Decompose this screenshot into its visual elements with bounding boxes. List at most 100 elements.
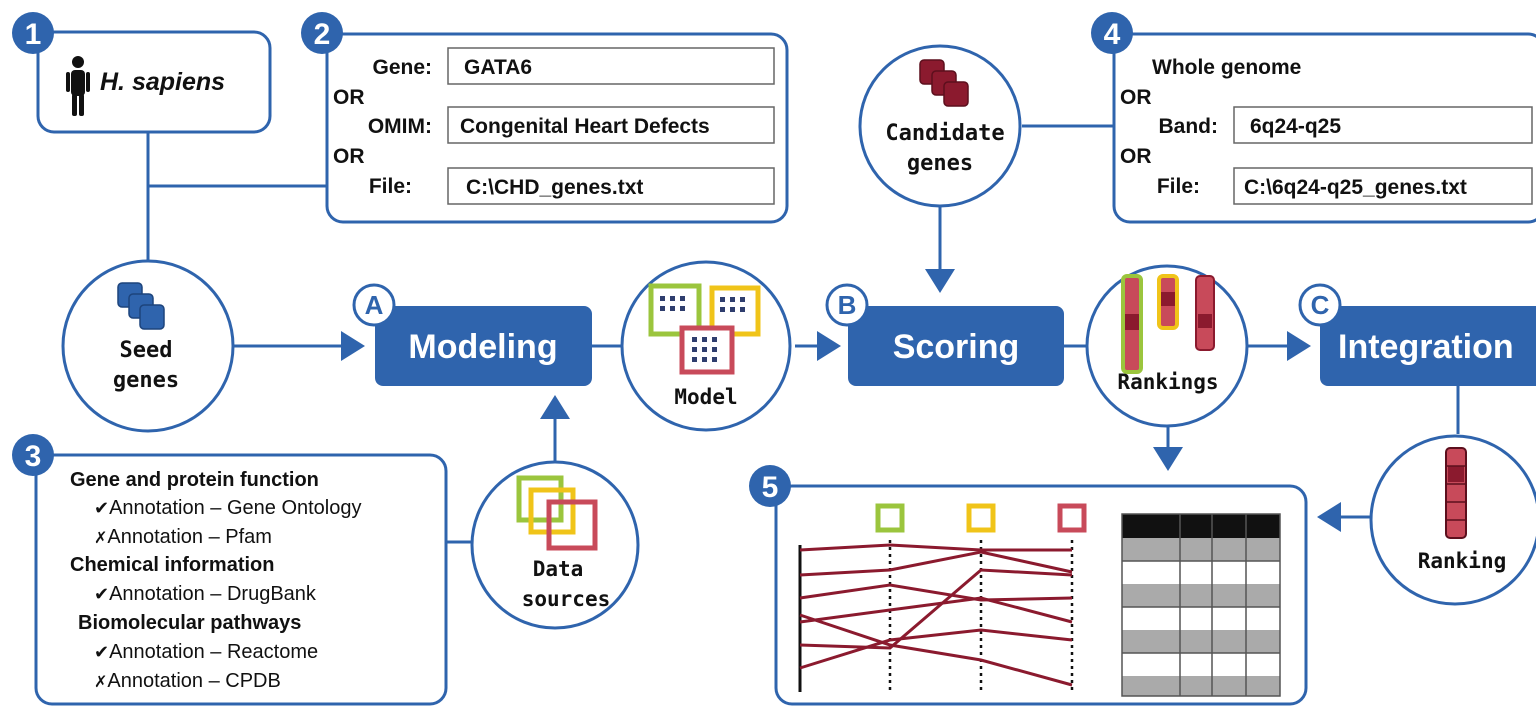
model-node: Model: [620, 260, 792, 432]
panel-5: 5: [749, 465, 1308, 706]
table-row: [1122, 561, 1280, 584]
file-field[interactable]: [447, 167, 775, 205]
or-label-4: OR: [1120, 145, 1152, 168]
step-c-badge: [1298, 283, 1342, 327]
rank-line-6: [799, 628, 1073, 670]
rank-line-4: [799, 596, 1073, 624]
check-icon: ✔: [94, 584, 109, 604]
step-a-letter: A: [365, 290, 384, 320]
rank-line-1: [799, 543, 1072, 552]
table-row: [1122, 653, 1280, 676]
panel-4: Whole genome OR Band: 6q24-q25 OR File: …: [1091, 12, 1536, 224]
step-b-scoring: Scoring B: [825, 283, 1064, 386]
scoring-box: [848, 306, 1064, 386]
rank-lines: [799, 543, 1073, 687]
panel-1-box: [36, 30, 272, 134]
table-header: [1122, 514, 1280, 538]
annotation-item-label: Annotation – Pfam: [107, 526, 272, 548]
table-row: [1122, 630, 1280, 653]
panel-3-number: 3: [25, 440, 42, 473]
or-label-1: OR: [333, 86, 365, 109]
ranking-node: Ranking: [1369, 434, 1536, 606]
file-label: File:: [369, 175, 412, 198]
ranking-label: Ranking: [1418, 549, 1507, 573]
step-b-badge: [825, 283, 869, 327]
panel-4-number: 4: [1104, 18, 1121, 51]
band-label: Band:: [1159, 115, 1219, 138]
step-c-integration: Integration C: [1298, 283, 1536, 386]
or-label-3: OR: [1120, 86, 1152, 109]
omim-field[interactable]: [447, 106, 775, 144]
candidate-label-2: genes: [907, 151, 973, 176]
gene-label: Gene:: [372, 56, 432, 79]
candidate-label-1: Candidate: [885, 121, 1004, 146]
annotation-list: Gene and protein function✔Annotation – G…: [70, 469, 362, 692]
check-icon: ✔: [94, 498, 109, 518]
model-grids-icon: [648, 283, 761, 375]
data-sources-node: Data sources: [470, 460, 640, 630]
whole-genome-label: Whole genome: [1152, 56, 1301, 79]
data-label-2: sources: [522, 587, 611, 611]
rankings-node: Rankings: [1085, 264, 1249, 428]
pink-marker: [1057, 503, 1087, 533]
panel-1: H. sapiens 1: [12, 12, 272, 134]
annotation-section-header: Biomolecular pathways: [78, 612, 301, 634]
panel-1-badge: [12, 12, 54, 54]
annotation-item-label: Annotation – Reactome: [109, 641, 318, 663]
rank-line-2: [799, 550, 1073, 577]
data-label-1: Data: [533, 557, 584, 581]
data-sources-icon: [516, 475, 598, 551]
cross-icon: ✗: [94, 674, 107, 691]
ranking-column-icon: [1445, 447, 1467, 539]
integration-box: [1320, 306, 1536, 386]
table-row: [1122, 676, 1280, 696]
annotation-item-label: Annotation – Gene Ontology: [109, 497, 361, 519]
annotation-item: ✔Annotation – DrugBank: [94, 583, 317, 605]
seed-genes-node: Seed genes: [61, 259, 235, 433]
green-marker: [875, 503, 905, 533]
panel-3-box: [34, 453, 448, 706]
result-table: [1121, 513, 1281, 697]
scoring-label: Scoring: [893, 328, 1020, 366]
rank-comparison-plot: [798, 503, 1087, 692]
panel-3: Gene and protein function✔Annotation – G…: [12, 434, 448, 706]
file-label-4: File:: [1157, 175, 1200, 198]
step-c-letter: C: [1311, 290, 1330, 320]
file-value-4: C:\6q24-q25_genes.txt: [1244, 176, 1467, 199]
table-row: [1122, 538, 1280, 561]
rank-line-5: [799, 568, 1073, 650]
annotation-section-header: Chemical information: [70, 554, 274, 576]
model-label: Model: [674, 385, 737, 409]
modeling-box: [375, 306, 592, 386]
step-a-badge: [352, 283, 396, 327]
panel-4-badge: [1091, 12, 1133, 54]
annotation-item-label: Annotation – CPDB: [107, 670, 280, 692]
step-b-letter: B: [838, 290, 857, 320]
seed-genes-circle: [61, 259, 235, 433]
gene-stack-icon: [117, 282, 165, 330]
check-icon: ✔: [94, 642, 109, 662]
file-value: C:\CHD_genes.txt: [466, 176, 643, 199]
connectors: [146, 124, 1460, 544]
seed-label-1: Seed: [120, 338, 173, 363]
candidate-stack-icon: [919, 59, 969, 107]
omim-value: Congenital Heart Defects: [460, 115, 710, 138]
annotation-item: ✗Annotation – Pfam: [94, 526, 272, 548]
band-field[interactable]: [1233, 106, 1533, 144]
annotation-item-label: Annotation – DrugBank: [109, 583, 317, 605]
panel-1-number: 1: [25, 18, 42, 51]
panel-5-number: 5: [762, 471, 779, 504]
yellow-marker: [966, 503, 996, 533]
cross-icon: ✗: [94, 530, 107, 547]
annotation-item: ✔Annotation – Reactome: [94, 641, 318, 663]
panel-2: Gene: GATA6 OR OMIM: Congenital Heart De…: [301, 12, 789, 224]
integration-label: Integration: [1338, 328, 1514, 366]
table-row: [1122, 607, 1280, 630]
step-a-modeling: Modeling A: [352, 283, 592, 386]
panel-3-badge: [12, 434, 54, 476]
annotation-section-header: Gene and protein function: [70, 469, 319, 491]
gene-value: GATA6: [464, 56, 532, 79]
file-field-4[interactable]: [1233, 167, 1533, 205]
gene-field[interactable]: [447, 47, 775, 85]
human-silhouette-icon: [66, 56, 90, 116]
